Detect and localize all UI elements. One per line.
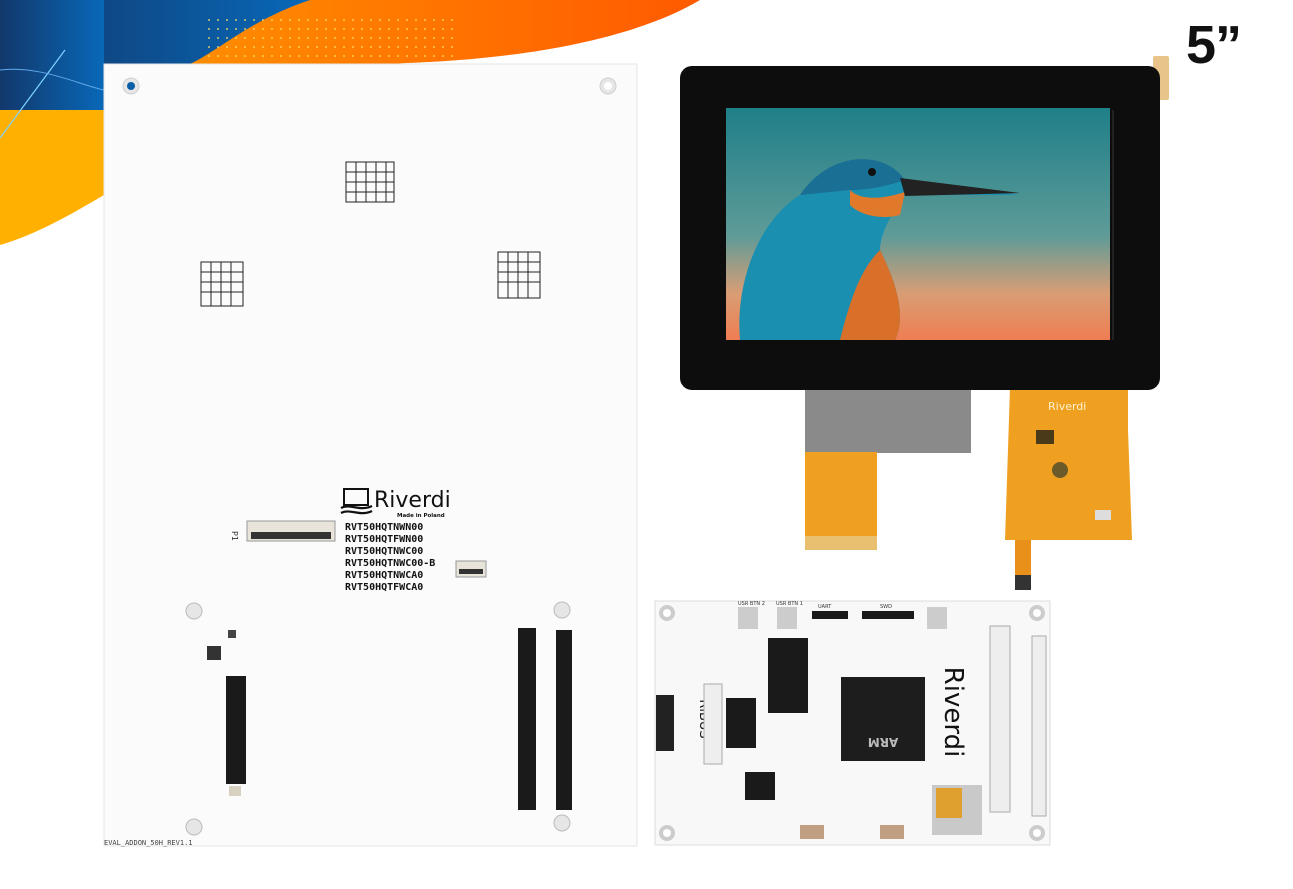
ribus-header	[703, 683, 723, 765]
lcd-fpc	[805, 452, 877, 550]
pin-header	[226, 676, 246, 784]
header-labels: USR BTN 2 USR BTN 1 UART SWD	[738, 601, 892, 610]
model-item: RVT50HQTNWN00	[345, 522, 423, 533]
header-label: USR BTN 2	[738, 601, 765, 607]
made-in-label: Made in Poland	[397, 513, 445, 519]
kingfisher-image	[739, 159, 1020, 340]
fpc-brand: Riverdi	[1048, 400, 1086, 413]
header-label: UART	[818, 604, 832, 610]
swd-header	[862, 611, 914, 619]
memory-chip	[768, 638, 808, 713]
header-label: SWD	[880, 604, 892, 610]
uart-header	[812, 611, 848, 619]
reset-button	[927, 607, 947, 629]
usb-port	[880, 825, 904, 839]
model-item: RVT50HQTNWC00-B	[345, 558, 435, 569]
expansion-header	[989, 625, 1011, 813]
model-item: RVT50HQTFWCA0	[345, 582, 423, 593]
size-badge: 5”	[1186, 15, 1242, 75]
controller-board: ARM Riverdi RiBUS USR BTN 2 USR BTN 1 UA…	[654, 600, 1051, 846]
connector-label: P1	[230, 531, 239, 541]
model-item: RVT50HQTNWC00	[345, 546, 423, 557]
controller-brand: Riverdi	[938, 667, 968, 758]
supply-header	[1031, 635, 1047, 817]
mcu-chip	[841, 677, 925, 761]
usb-port	[800, 825, 824, 839]
riverdi-logo	[340, 488, 373, 515]
lcd-backplate	[805, 385, 971, 453]
jtag-pins	[726, 698, 756, 748]
fiducial-grids	[200, 161, 541, 307]
user-button-2	[738, 607, 758, 629]
chip-label: ARM	[868, 735, 898, 749]
header-label: USR BTN 1	[776, 601, 803, 607]
display-module: Riverdi	[680, 56, 1169, 590]
ribus-connector	[656, 695, 674, 751]
revision-label: EVAL_ADDON_50H_REV1.1	[104, 839, 193, 847]
addon-board: Riverdi Made in Poland RVT50HQTNWN00 RVT…	[103, 63, 638, 847]
addon-brand: Riverdi	[374, 488, 451, 513]
pin-header	[556, 630, 572, 810]
pin-header	[518, 628, 536, 810]
model-list: RVT50HQTNWN00 RVT50HQTFWN00 RVT50HQTNWC0…	[345, 522, 435, 593]
model-item: RVT50HQTNWCA0	[345, 570, 423, 581]
user-button-1	[777, 607, 797, 629]
touch-fpc	[1005, 388, 1132, 540]
model-item: RVT50HQTFWN00	[345, 534, 423, 545]
